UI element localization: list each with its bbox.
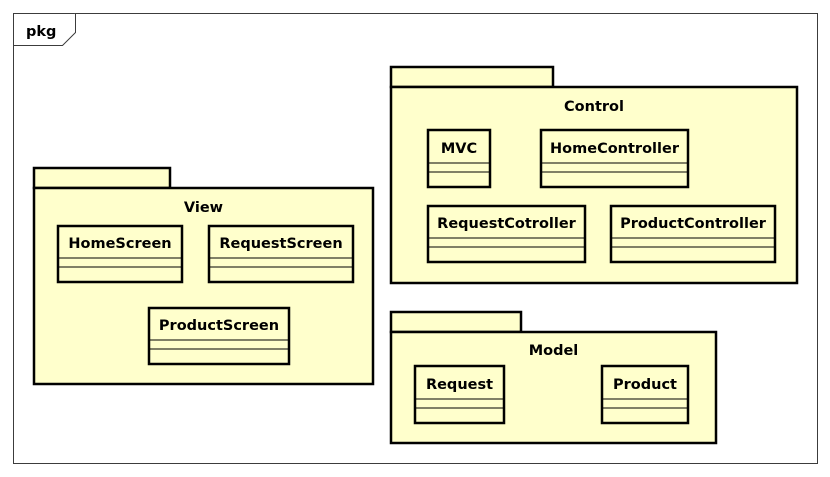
- class-product-screen[interactable]: ProductScreen: [147, 306, 291, 366]
- class-mvc[interactable]: MVC: [426, 128, 492, 189]
- class-request-screen-name: RequestScreen: [219, 236, 342, 252]
- frame-label: pkg: [26, 24, 56, 40]
- package-control-name: Control: [564, 99, 624, 115]
- class-home-screen[interactable]: HomeScreen: [56, 224, 184, 284]
- class-request[interactable]: Request: [413, 364, 506, 425]
- class-product-name: Product: [613, 377, 677, 393]
- class-product-screen-name: ProductScreen: [159, 318, 279, 334]
- class-mvc-name: MVC: [441, 141, 477, 157]
- class-product[interactable]: Product: [600, 364, 690, 425]
- package-model[interactable]: Model Request Product: [389, 310, 718, 445]
- class-request-cotroller-name: RequestCotroller: [437, 216, 577, 232]
- class-product-controller[interactable]: ProductController: [609, 204, 777, 264]
- class-request-cotroller[interactable]: RequestCotroller: [426, 204, 587, 264]
- package-view[interactable]: View HomeScreen RequestScreen ProductScr…: [32, 166, 375, 386]
- class-home-controller[interactable]: HomeController: [539, 128, 690, 189]
- class-product-controller-name: ProductController: [620, 216, 767, 232]
- package-view-name: View: [184, 200, 223, 216]
- class-request-screen[interactable]: RequestScreen: [207, 224, 355, 284]
- package-control[interactable]: Control MVC HomeController RequestCotrol…: [389, 65, 799, 285]
- package-model-name: Model: [529, 343, 579, 359]
- class-home-controller-name: HomeController: [550, 141, 680, 157]
- class-home-screen-name: HomeScreen: [68, 236, 171, 252]
- class-request-name: Request: [426, 377, 493, 393]
